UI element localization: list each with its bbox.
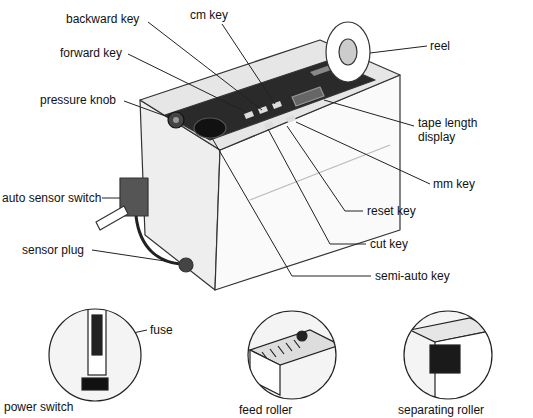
part-label: reset key	[367, 204, 416, 218]
part-label: cut key	[370, 237, 408, 251]
part-label: backward key	[66, 12, 139, 26]
part-label: separating roller	[398, 403, 484, 417]
part-label: forward key	[60, 46, 122, 60]
part-label: pressure knob	[40, 93, 116, 107]
part-label: fuse	[150, 323, 173, 337]
part-label: cm key	[190, 8, 228, 22]
part-label: auto sensor switch	[2, 191, 101, 205]
part-label: tape length display	[418, 116, 506, 144]
part-label: sensor plug	[22, 243, 84, 257]
part-label: mm key	[433, 177, 475, 191]
part-label: semi-auto key	[375, 269, 450, 283]
part-label: reel	[430, 39, 450, 53]
part-label: power switch	[4, 400, 73, 414]
part-label: feed roller	[239, 403, 292, 417]
detail-insets	[40, 300, 500, 410]
dispenser-body	[96, 22, 400, 290]
